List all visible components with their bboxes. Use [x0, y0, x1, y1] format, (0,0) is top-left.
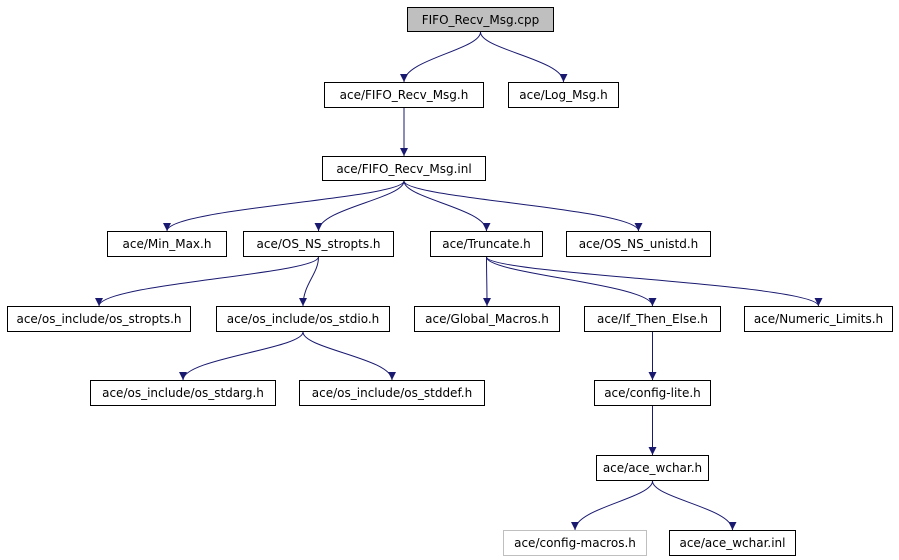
- edge-os_ns_stropts_h-to-os_stdio_h: [299, 256, 319, 307]
- edge-os_stdio_h-to-os_stddef_h: [302, 331, 396, 381]
- edge-fifo_recv_msg_inl-to-min_max_h: [163, 180, 405, 232]
- node-ace-log-msg-h[interactable]: ace/Log_Msg.h: [508, 82, 619, 108]
- node-ace-os-ns-stropts-h[interactable]: ace/OS_NS_stropts.h: [243, 231, 394, 257]
- node-ace-config-macros-h: ace/config-macros.h: [503, 530, 647, 556]
- edge-fifo_recv_msg_cpp-to-fifo_recv_msg_h: [400, 31, 481, 83]
- edge-truncate_h-to-numeric_limits_h: [486, 256, 823, 307]
- edge-fifo_recv_msg_inl-to-truncate_h: [403, 180, 491, 232]
- node-ace-os-include-os-stdarg-h[interactable]: ace/os_include/os_stdarg.h: [90, 380, 276, 406]
- node-ace-os-ns-unistd-h[interactable]: ace/OS_NS_unistd.h: [566, 231, 711, 257]
- edge-truncate_h-to-global_macros_h: [482, 256, 491, 307]
- edge-fifo_recv_msg_inl-to-os_ns_unistd_h: [403, 180, 643, 232]
- node-ace-os-include-os-stddef-h[interactable]: ace/os_include/os_stddef.h: [299, 380, 485, 406]
- edge-os_stdio_h-to-os_stdarg_h: [179, 331, 304, 381]
- edge-fifo_recv_msg_cpp-to-log_msg_h: [480, 31, 568, 83]
- node-ace-config-lite-h[interactable]: ace/config-lite.h: [594, 380, 711, 406]
- node-ace-ace-wchar-inl[interactable]: ace/ace_wchar.inl: [669, 530, 796, 556]
- edge-fifo_recv_msg_inl-to-os_ns_stropts_h: [314, 180, 405, 232]
- edge-truncate_h-to-if_then_else_h: [486, 256, 657, 307]
- node-ace-ace-wchar-h[interactable]: ace/ace_wchar.h: [596, 455, 709, 481]
- node-ace-fifo-recv-msg-h[interactable]: ace/FIFO_Recv_Msg.h: [324, 82, 484, 108]
- node-ace-os-include-os-stropts-h[interactable]: ace/os_include/os_stropts.h: [7, 306, 191, 332]
- node-ace-numeric-limits-h[interactable]: ace/Numeric_Limits.h: [744, 306, 893, 332]
- node-ace-min-max-h[interactable]: ace/Min_Max.h: [107, 231, 227, 257]
- node-fifo-recv-msg-cpp: FIFO_Recv_Msg.cpp: [407, 7, 554, 32]
- node-ace-os-include-os-stdio-h[interactable]: ace/os_include/os_stdio.h: [216, 306, 390, 332]
- node-ace-fifo-recv-msg-inl[interactable]: ace/FIFO_Recv_Msg.inl: [322, 156, 486, 181]
- edge-os_ns_stropts_h-to-os_stropts_h: [95, 256, 319, 307]
- edge-ace_wchar_h-to-ace_wchar_inl: [652, 480, 737, 531]
- node-ace-truncate-h[interactable]: ace/Truncate.h: [430, 231, 543, 257]
- node-ace-if-then-else-h[interactable]: ace/If_Then_Else.h: [584, 306, 721, 332]
- node-ace-global-macros-h[interactable]: ace/Global_Macros.h: [414, 306, 560, 332]
- edge-ace_wchar_h-to-config_macros_h: [571, 480, 653, 531]
